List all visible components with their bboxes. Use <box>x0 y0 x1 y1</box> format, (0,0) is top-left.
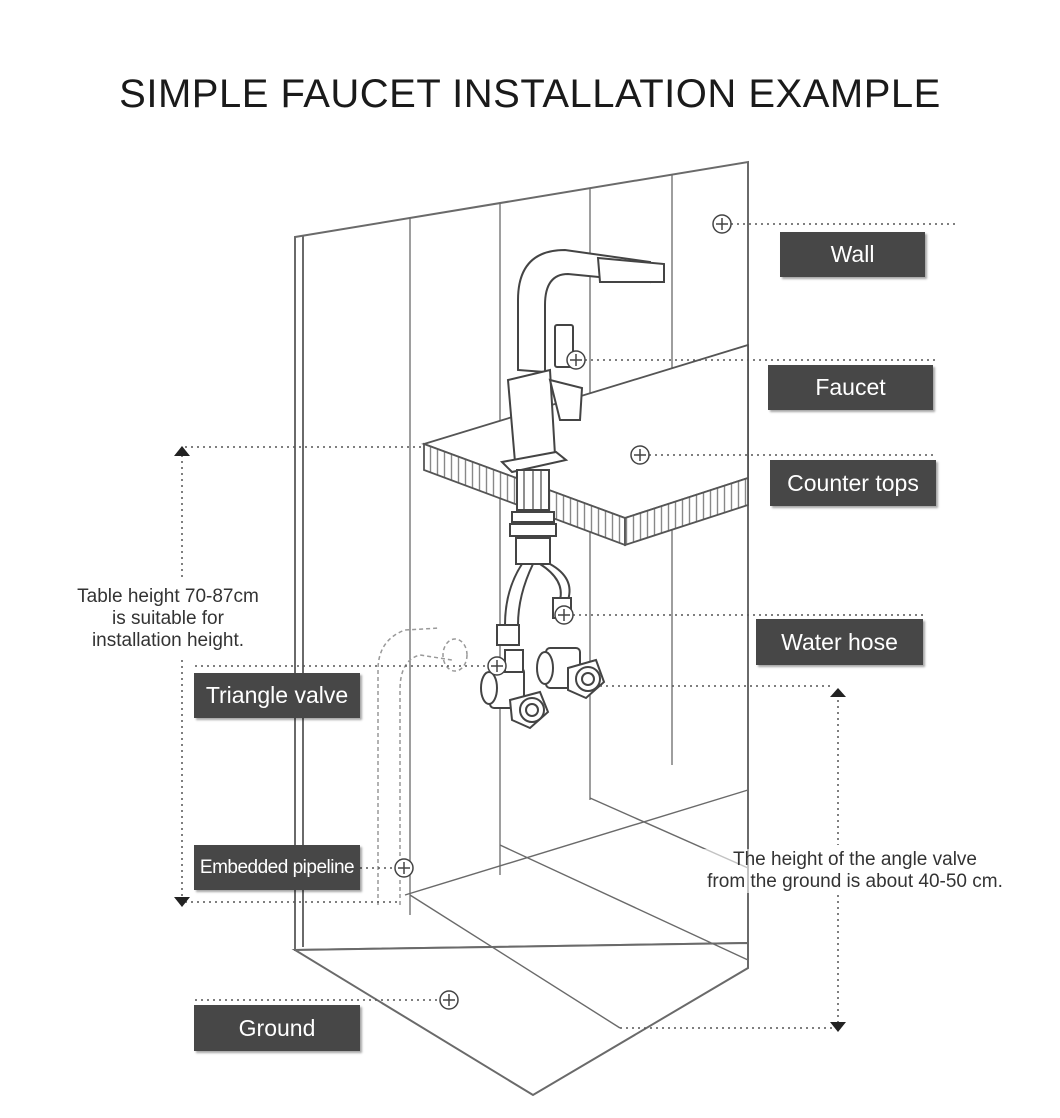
note-line: The height of the angle valve <box>732 849 977 870</box>
note-line: installation height. <box>91 630 245 651</box>
embedded-pipeline-label: Embedded pipeline <box>194 845 360 890</box>
leader-lines <box>181 223 955 1029</box>
note-line: Table height 70-87cm <box>77 586 259 607</box>
floor <box>291 789 749 1097</box>
angle-valves <box>480 647 606 730</box>
faucet-label: Faucet <box>768 365 933 410</box>
ground-label: Ground <box>194 1005 360 1051</box>
triangle-valve-label: Triangle valve <box>194 673 360 718</box>
note-line: from the ground is about 40-50 cm. <box>707 871 1003 892</box>
plus-markers <box>394 214 732 1010</box>
plus-icon <box>566 350 586 370</box>
page-title: SIMPLE FAUCET INSTALLATION EXAMPLE <box>119 72 941 116</box>
table-height-note: Table height 70-87cm is suitable for ins… <box>40 586 296 652</box>
plus-icon <box>630 445 650 465</box>
plus-icon <box>712 214 732 234</box>
angle-valve-height-note: The height of the angle valve from the g… <box>670 849 1040 893</box>
water-hose-label: Water hose <box>756 619 923 665</box>
dimension-arrows <box>174 446 846 1032</box>
wall-label: Wall <box>780 232 925 277</box>
plus-icon <box>394 858 414 878</box>
plus-icon <box>554 605 574 625</box>
plus-icon <box>439 990 459 1010</box>
plus-icon <box>487 656 507 676</box>
counter-tops-label: Counter tops <box>770 460 936 506</box>
note-line: is suitable for <box>112 608 224 629</box>
